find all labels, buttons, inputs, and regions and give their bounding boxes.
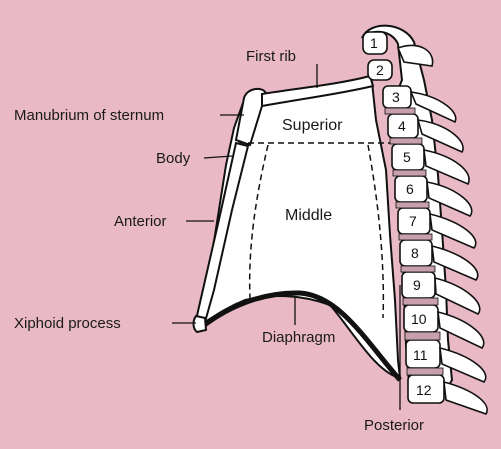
vertebra-number-5: 5 <box>403 149 411 165</box>
spinous-process <box>444 382 487 414</box>
xiphoid-shape <box>194 316 207 332</box>
disc <box>401 266 435 272</box>
disc <box>403 298 438 305</box>
region-middle: Middle <box>285 207 332 224</box>
label-xiphoid: Xiphoid process <box>14 315 121 332</box>
label-posterior: Posterior <box>364 417 424 434</box>
label-diaphragm: Diaphragm <box>262 329 335 346</box>
vertebra-number-6: 6 <box>406 181 414 197</box>
vertebra-number-2: 2 <box>376 62 384 78</box>
disc <box>396 202 429 208</box>
vertebra-number-1: 1 <box>370 35 378 51</box>
vertebra-number-7: 7 <box>409 213 417 229</box>
vertebra-number-10: 10 <box>411 311 427 327</box>
disc <box>399 234 432 240</box>
vertebra-number-12: 12 <box>416 382 432 398</box>
label-anterior: Anterior <box>114 213 167 230</box>
vertebra-number-11: 11 <box>413 347 428 363</box>
vertebra-number-4: 4 <box>398 118 406 134</box>
label-body: Body <box>156 150 191 167</box>
disc <box>407 368 443 375</box>
label-first-rib: First rib <box>246 48 296 65</box>
vertebra-number-9: 9 <box>413 277 421 293</box>
label-manubrium: Manubrium of sternum <box>14 107 164 124</box>
disc <box>405 332 440 340</box>
disc <box>385 108 415 114</box>
disc <box>393 170 426 176</box>
region-superior: Superior <box>282 117 343 134</box>
vertebra-number-3: 3 <box>392 89 400 105</box>
vertebra-number-8: 8 <box>411 245 419 261</box>
disc <box>390 138 422 144</box>
